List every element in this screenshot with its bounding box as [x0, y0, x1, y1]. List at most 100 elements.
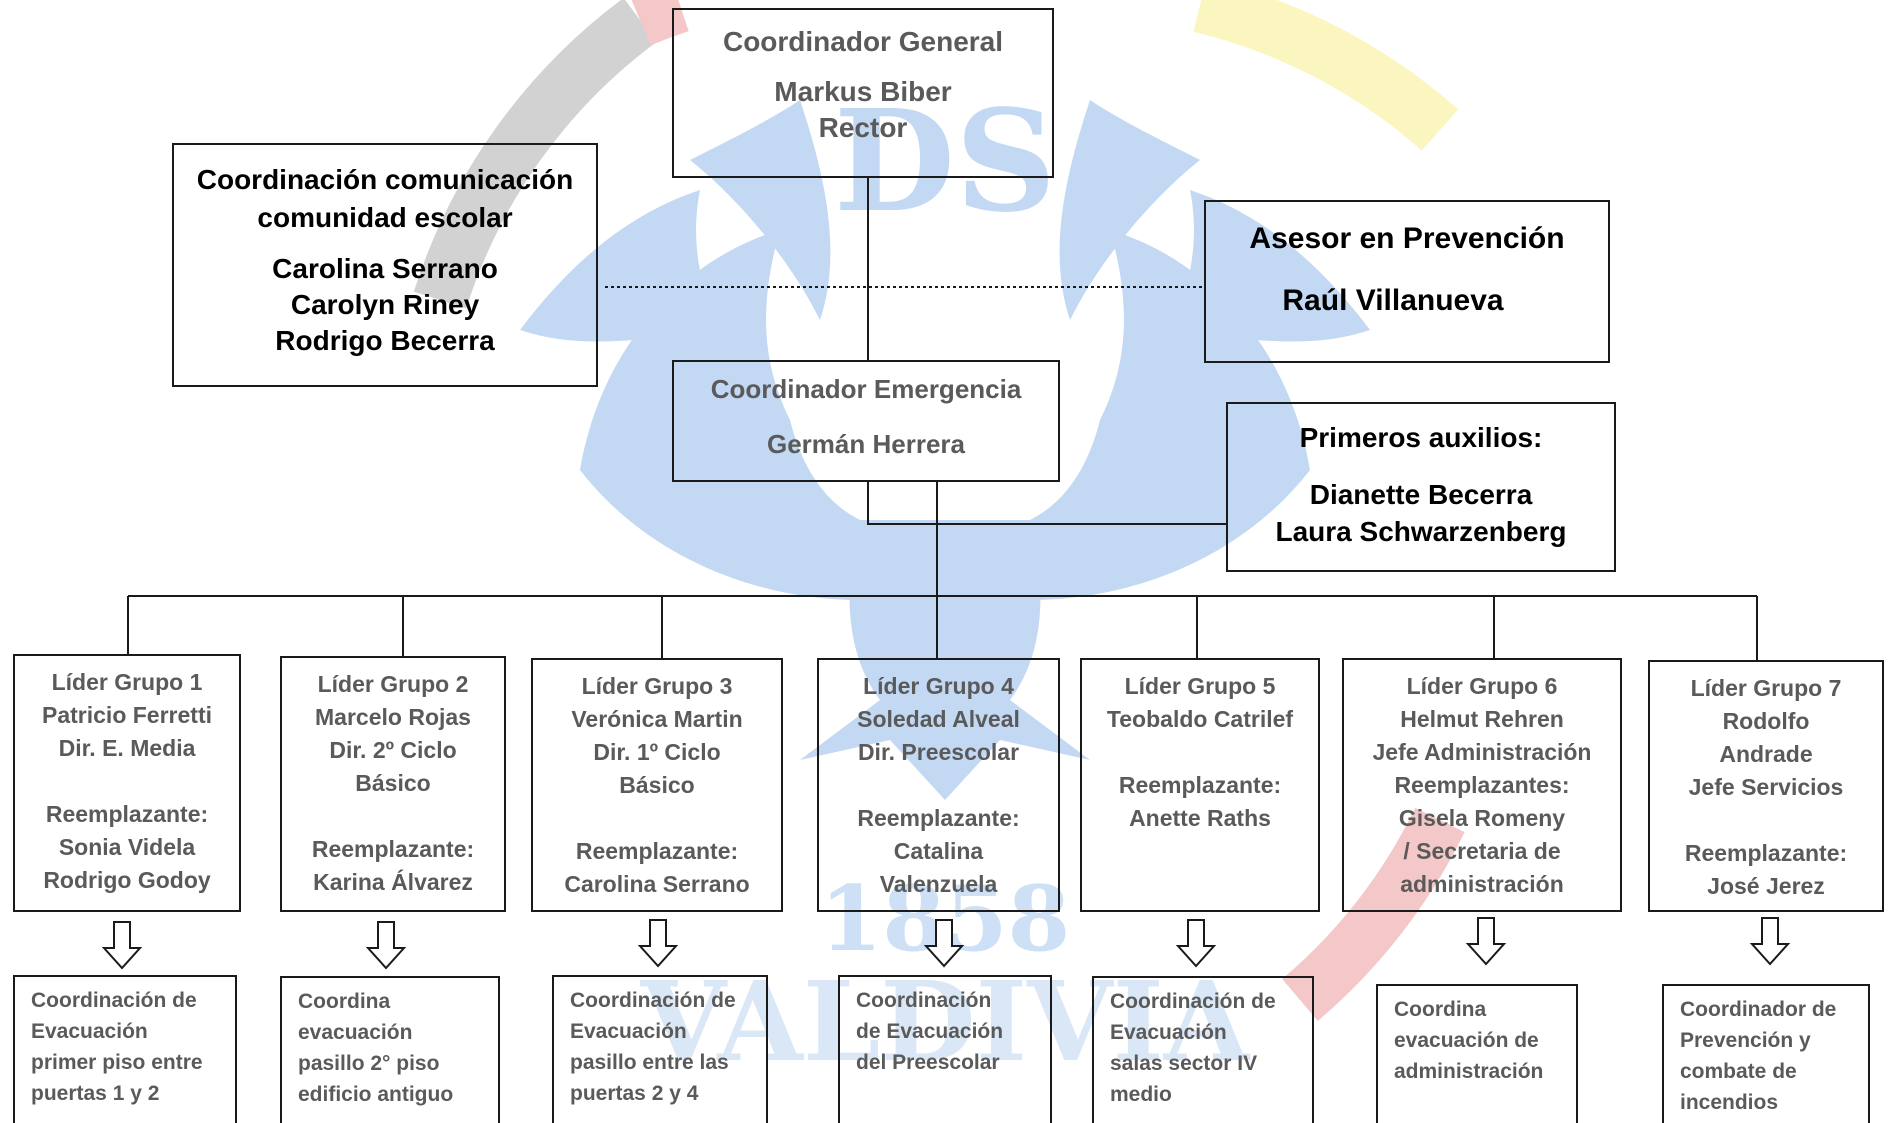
- primeros-auxilios-box: Primeros auxilios: Dianette Becerra Laur…: [1226, 402, 1616, 572]
- auxilios-role: Primeros auxilios:: [1299, 422, 1543, 453]
- grupo-line: Reemplazante:: [1118, 772, 1282, 798]
- grupo-line: Helmut Rehren: [1400, 706, 1564, 732]
- grupo-line: José Jerez: [1707, 873, 1825, 899]
- tarea-grupo-7-box: Coordinador de Prevención y combate de i…: [1662, 984, 1870, 1123]
- tarea-line: Coordinador de: [1680, 998, 1837, 1021]
- grupo-line: Reemplazante:: [1684, 840, 1848, 866]
- tarea-line: puertas 1 y 2: [31, 1082, 160, 1105]
- svg-text:VALDIVIA: VALDIVIA: [640, 957, 1251, 1086]
- lider-grupo-6-box: Líder Grupo 6 Helmut Rehren Jefe Adminis…: [1342, 658, 1622, 912]
- tarea-line: de Evacuación: [856, 1020, 1004, 1043]
- lider-grupo-1-box: Líder Grupo 1 Patricio Ferretti Dir. E. …: [13, 654, 241, 912]
- down-arrow-icon: [365, 921, 407, 970]
- grupo-line: Reemplazante:: [311, 836, 475, 862]
- grupo-line: / Secretaria de: [1403, 838, 1561, 864]
- grupo-line: Dir. 2º Ciclo: [329, 737, 457, 763]
- grupo-line: Básico: [619, 772, 695, 798]
- grupo-line: Gisela Romeny: [1398, 805, 1566, 831]
- down-arrow-icon: [1175, 919, 1217, 968]
- grupo-line: Verónica Martin: [571, 706, 743, 732]
- grupo-line: Teobaldo Catrilef: [1106, 706, 1294, 732]
- emergencia-name: Germán Herrera: [767, 429, 965, 459]
- tarea-line: Evacuación: [31, 1020, 148, 1043]
- grupo-line: Rodolfo: [1722, 708, 1810, 734]
- tarea-grupo-1-box: Coordinación de Evacuación primer piso e…: [13, 975, 237, 1123]
- coordinador-emergencia-box: Coordinador Emergencia Germán Herrera: [672, 360, 1060, 482]
- grupo-line: Sonia Videla: [58, 834, 196, 860]
- comunicacion-name: Carolina Serrano: [272, 253, 498, 284]
- lider-grupo-2-box: Líder Grupo 2 Marcelo Rojas Dir. 2º Cicl…: [280, 656, 506, 912]
- tarea-line: Coordinación de: [1110, 990, 1276, 1013]
- down-arrow-icon: [1465, 917, 1507, 966]
- grupo-line: Dir. Preescolar: [857, 739, 1020, 765]
- grupo-line: Líder Grupo 1: [51, 669, 203, 695]
- tarea-line: incendios: [1680, 1091, 1779, 1114]
- tarea-line: pasillo 2° piso: [298, 1052, 440, 1075]
- down-arrow-icon: [923, 919, 965, 968]
- grupo-line: Patricio Ferretti: [42, 702, 212, 728]
- asesor-name: Raúl Villanueva: [1282, 284, 1504, 317]
- grupo-line: Jefe Administración: [1372, 739, 1592, 765]
- grupo-line: Reemplazante:: [45, 801, 209, 827]
- comunicacion-name: Rodrigo Becerra: [275, 325, 495, 356]
- svg-text:DS: DS: [834, 80, 1057, 244]
- grupo-line: Líder Grupo 2: [317, 671, 469, 697]
- down-arrow-icon: [1749, 917, 1791, 966]
- grupo-line: Marcelo Rojas: [315, 704, 471, 730]
- grupo-line: Jefe Servicios: [1688, 774, 1844, 800]
- tarea-line: puertas 2 y 4: [570, 1082, 699, 1105]
- tarea-line: combate de: [1680, 1060, 1797, 1083]
- down-arrow-icon: [101, 921, 143, 970]
- tarea-line: Evacuación: [570, 1020, 687, 1043]
- tarea-line: salas sector IV: [1110, 1052, 1258, 1075]
- auxilios-name: Dianette Becerra: [1309, 479, 1533, 510]
- grupo-line: [533, 802, 781, 835]
- grupo-line: Líder Grupo 5: [1124, 673, 1276, 699]
- tarea-line: Coordina: [298, 990, 391, 1013]
- asesor-prevencion-box: Asesor en Prevención Raúl Villanueva: [1204, 200, 1610, 363]
- coordinador-general-box: Coordinador General Markus Biber Rector: [672, 8, 1054, 178]
- tarea-grupo-3-box: Coordinación de Evacuación pasillo entre…: [552, 975, 768, 1123]
- grupo-line: Reemplazante:: [857, 805, 1020, 831]
- lider-grupo-3-box: Líder Grupo 3 Verónica Martin Dir. 1º Ci…: [531, 658, 783, 912]
- grupo-line: Líder Grupo 3: [581, 673, 733, 699]
- tarea-line: Coordina: [1394, 998, 1487, 1021]
- connector-emergencia-auxilios: [867, 482, 1226, 525]
- grupo-line: [819, 769, 1058, 802]
- grupo-line: Karina Álvarez: [313, 869, 473, 895]
- tarea-line: Evacuación: [1110, 1021, 1227, 1044]
- grupo-line: [1650, 804, 1882, 837]
- tarea-line: del Preescolar: [856, 1051, 1000, 1074]
- tarea-line: Prevención y: [1680, 1029, 1811, 1052]
- tarea-line: edificio antiguo: [298, 1083, 454, 1106]
- general-title: Rector: [818, 112, 908, 143]
- tarea-line: evacuación: [298, 1021, 413, 1044]
- grupo-line: Rodrigo Godoy: [43, 867, 211, 893]
- comunicacion-role-line1: Coordinación comunicación: [196, 164, 574, 195]
- grupo-line: Andrade: [1719, 741, 1813, 767]
- coordinacion-comunicacion-box: Coordinación comunicación comunidad esco…: [172, 143, 598, 387]
- comunicacion-name: Carolyn Riney: [290, 289, 480, 320]
- emergencia-role: Coordinador Emergencia: [710, 374, 1022, 404]
- grupo-line: Carolina Serrano: [564, 871, 750, 897]
- auxilios-name: Laura Schwarzenberg: [1275, 516, 1567, 547]
- grupo-line: Anette Raths: [1129, 805, 1271, 831]
- grupo-line: [15, 765, 239, 798]
- tarea-grupo-4-box: Coordinación de Evacuación del Preescola…: [838, 975, 1052, 1123]
- eagle-watermark: DS 1858 VALDIVIA: [520, 80, 1370, 1086]
- tarea-line: administración: [1394, 1060, 1544, 1083]
- down-arrow-icon: [637, 919, 679, 968]
- tarea-grupo-6-box: Coordina evacuación de administración: [1376, 984, 1578, 1123]
- general-role: Coordinador General: [722, 26, 1004, 57]
- grupo-line: Dir. 1º Ciclo: [593, 739, 721, 765]
- grupo-line: Líder Grupo 7: [1690, 675, 1842, 701]
- tarea-grupo-2-box: Coordina evacuación pasillo 2° piso edif…: [280, 976, 500, 1123]
- grupo-line: administración: [1400, 871, 1564, 897]
- tarea-line: pasillo entre las: [570, 1051, 729, 1074]
- grupo-line: [282, 800, 504, 833]
- general-name: Markus Biber: [774, 76, 952, 107]
- grupo-line: Catalina: [893, 838, 984, 864]
- grupo-line: Reemplazante:: [575, 838, 739, 864]
